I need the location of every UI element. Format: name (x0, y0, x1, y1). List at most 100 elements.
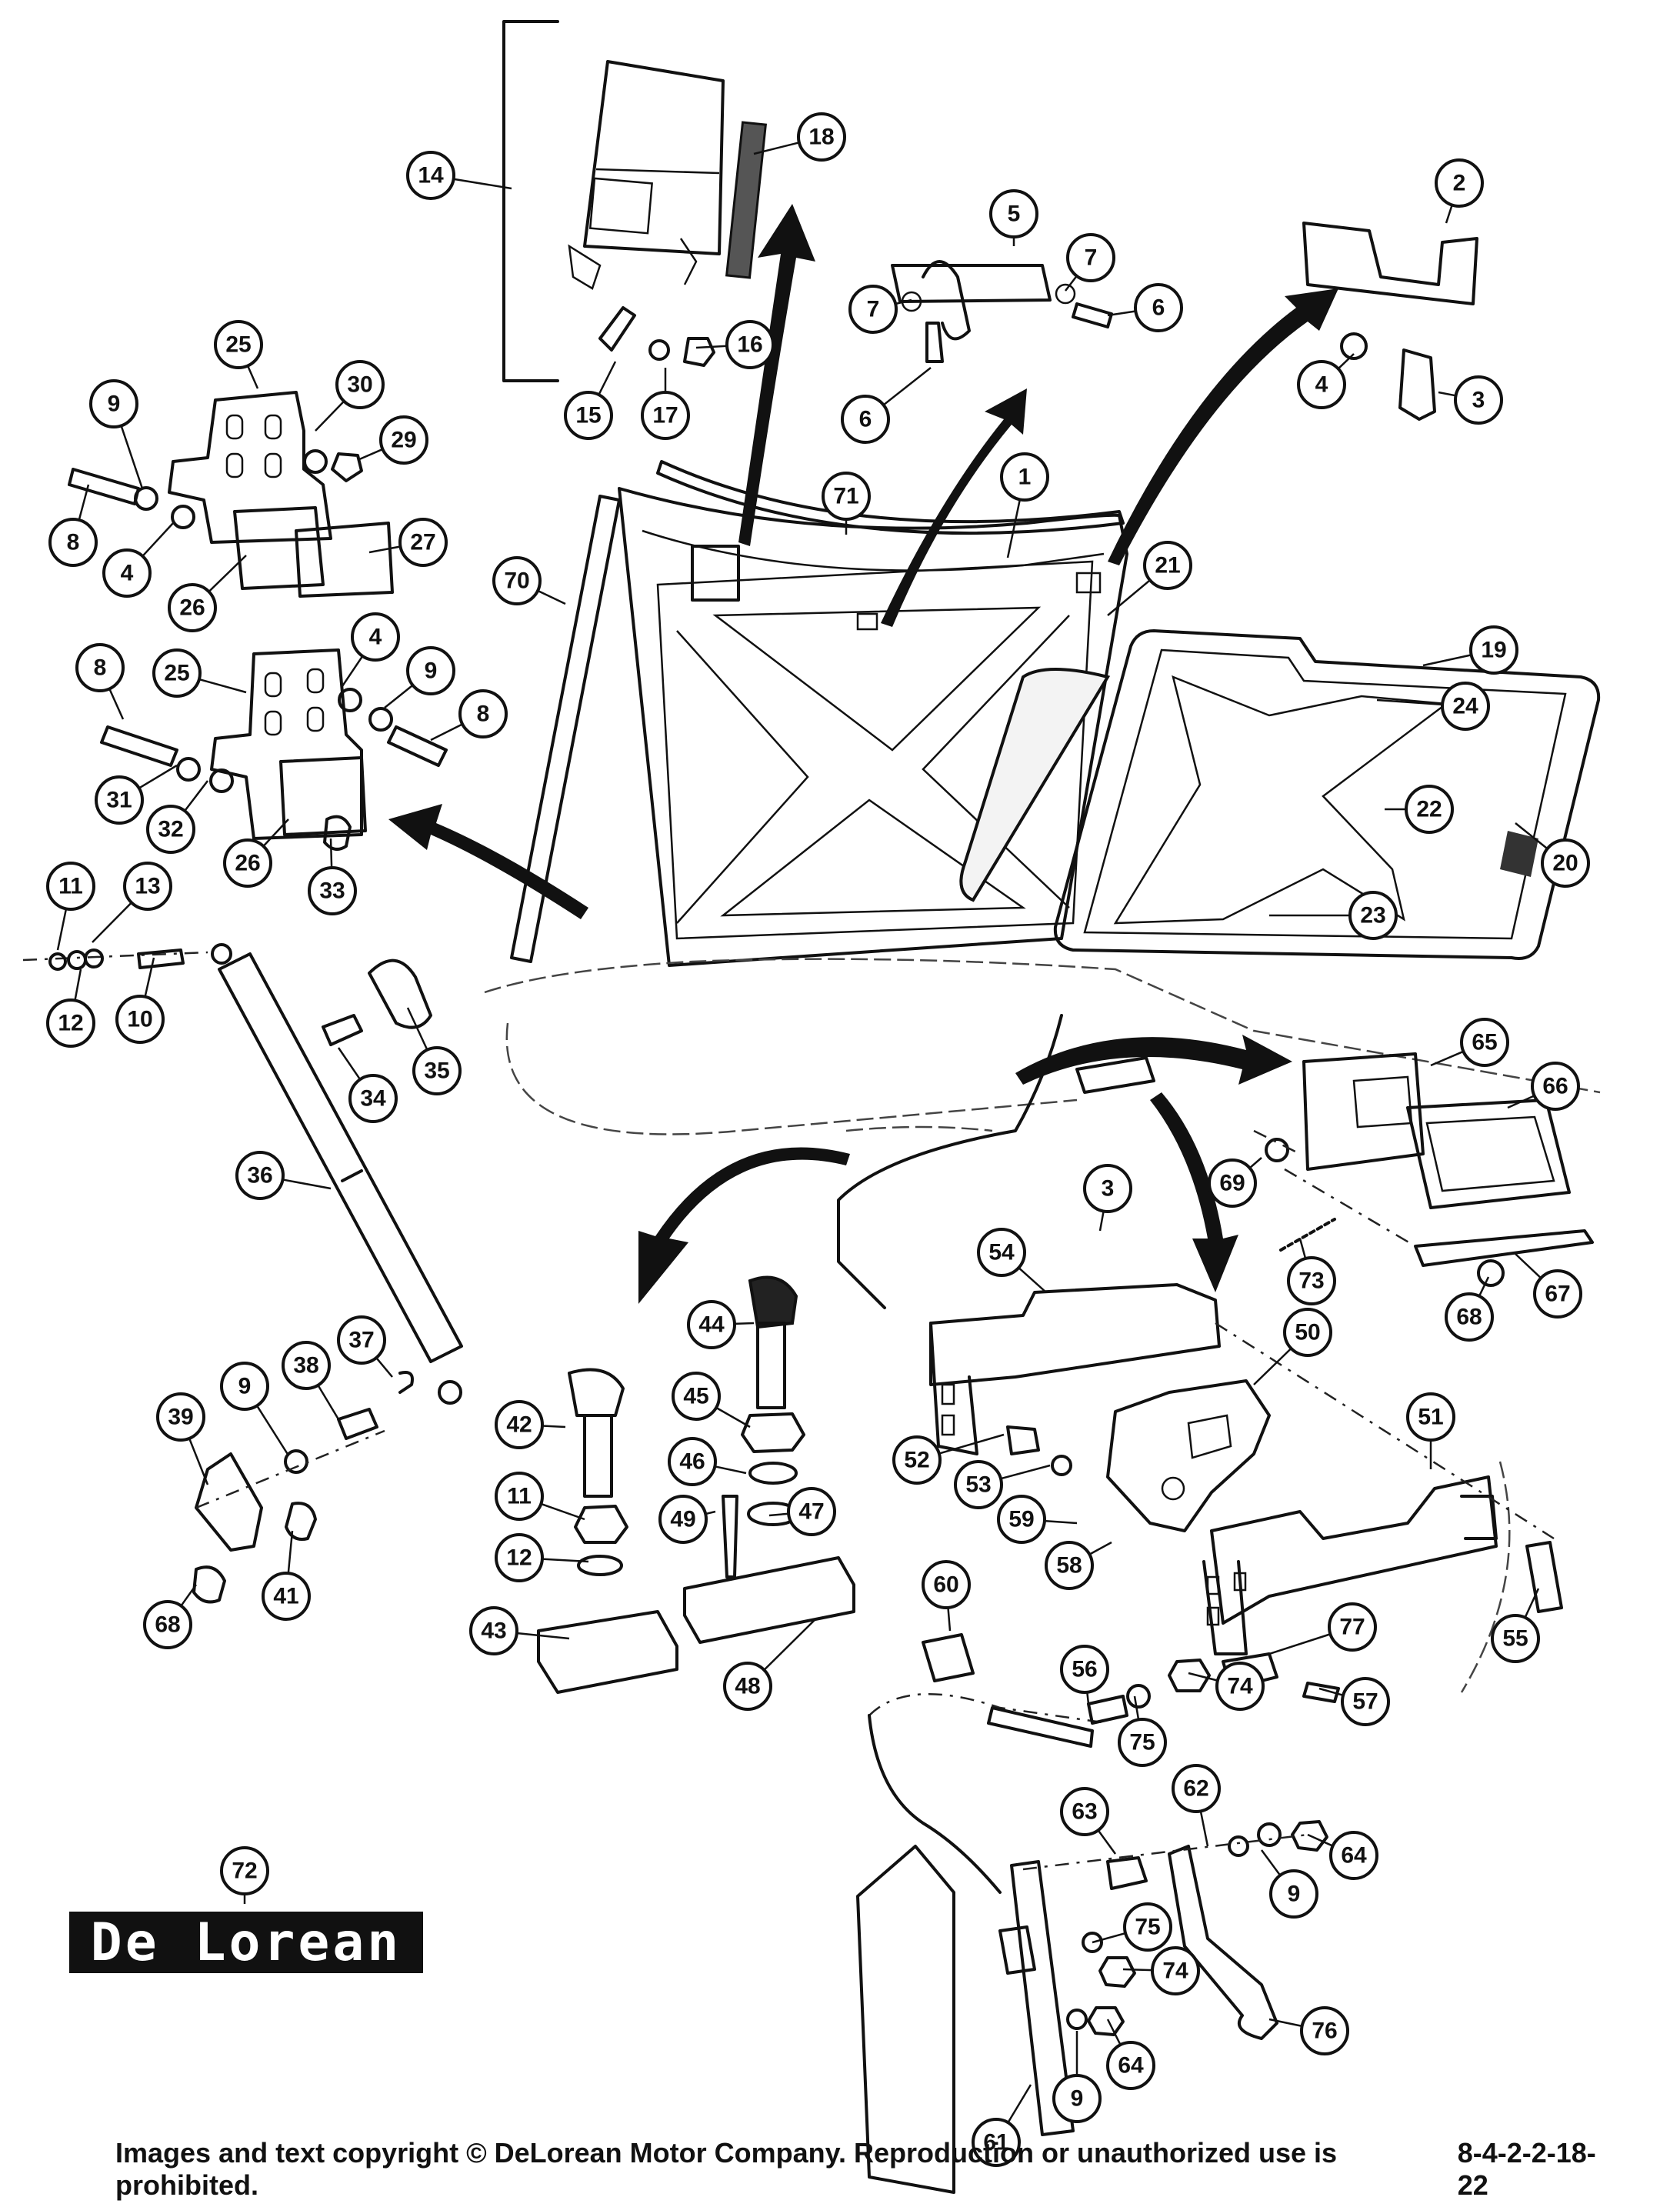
callout-circle (152, 648, 202, 698)
callout-number: 64 (1118, 2053, 1144, 2079)
callout-circle (235, 1151, 285, 1200)
callout-circle (143, 1600, 192, 1649)
callout-number: 4 (121, 561, 134, 586)
leader-line (768, 1512, 789, 1517)
diagram-code: 8-4-2-2-18-22 (1457, 2137, 1596, 2201)
leader-line (246, 365, 259, 389)
callout-circle (1052, 2074, 1102, 2123)
callout-8: 8 (75, 643, 125, 720)
callout-circle (1045, 1541, 1094, 1590)
callout-number: 3 (1102, 1176, 1115, 1202)
callout-65: 65 (1430, 1018, 1509, 1067)
callout-circle (1406, 1392, 1455, 1442)
leader-line (763, 1619, 816, 1671)
callout-circle (406, 646, 455, 695)
callout-circle (335, 360, 385, 409)
leader-line (1268, 1633, 1331, 1655)
callout-41: 41 (262, 1530, 311, 1621)
callout-number: 9 (108, 392, 121, 417)
leader-line (1188, 1672, 1218, 1682)
callout-47: 47 (768, 1487, 836, 1536)
callout-circle (1445, 1292, 1494, 1342)
callout-number: 36 (247, 1163, 272, 1189)
leader-line (120, 425, 144, 489)
callout-number: 26 (235, 851, 260, 876)
callout-number: 27 (410, 530, 435, 555)
leader-line (516, 1632, 570, 1640)
callout-16: 16 (695, 320, 775, 369)
callout-circle (1454, 375, 1503, 425)
callout-circle (412, 1046, 462, 1095)
callout-circle (1328, 1602, 1377, 1652)
leader-line (262, 818, 289, 847)
callout-number: 4 (369, 625, 382, 650)
callout-31: 31 (95, 764, 178, 825)
callout-77: 77 (1268, 1602, 1377, 1655)
callout-5: 5 (989, 189, 1038, 246)
callout-number: 31 (106, 788, 132, 813)
callout-number: 38 (293, 1353, 318, 1379)
callout-66: 66 (1507, 1062, 1580, 1111)
callout-6: 6 (841, 367, 932, 444)
callout-8: 8 (430, 689, 508, 742)
footer: Images and text copyright © DeLorean Mot… (115, 2137, 1623, 2201)
callout-number: 72 (232, 1859, 257, 1884)
callout-61: 61 (972, 2084, 1032, 2167)
callout-number: 70 (504, 568, 529, 594)
callout-68: 68 (1445, 1276, 1494, 1342)
callout-23: 23 (1269, 891, 1398, 940)
callout-32: 32 (146, 780, 208, 854)
callout-circle (1460, 1018, 1509, 1067)
leader-line (317, 1385, 340, 1420)
leader-line (1507, 1095, 1535, 1109)
callout-circle (223, 838, 272, 888)
callout-number: 67 (1545, 1282, 1570, 1307)
leader-line (1122, 1968, 1153, 1972)
callout-25: 25 (214, 320, 263, 389)
callout-number: 12 (506, 1545, 532, 1571)
leader-line (1007, 2084, 1032, 2123)
callout-number: 21 (1155, 553, 1180, 578)
callout-3: 3 (1438, 375, 1503, 425)
leader-line (1515, 1253, 1542, 1279)
callout-number: 20 (1552, 851, 1578, 876)
leader-line (329, 838, 333, 868)
callout-number: 43 (481, 1619, 506, 1644)
callout-circle (146, 805, 195, 854)
callout-58: 58 (1045, 1541, 1112, 1590)
leader-line (537, 589, 566, 605)
callout-number: 11 (58, 874, 83, 899)
leader-line (1199, 1811, 1209, 1847)
callout-number: 25 (164, 661, 189, 686)
leader-line (56, 908, 68, 951)
callout-circle (1151, 1946, 1200, 1995)
callout-75: 75 (1118, 1695, 1167, 1767)
callout-circle (997, 1495, 1046, 1544)
callout-number: 10 (127, 1007, 152, 1032)
leader-line (882, 367, 932, 406)
callout-42: 42 (495, 1400, 566, 1449)
callout-50: 50 (1253, 1308, 1332, 1385)
callout-circle (495, 1400, 544, 1449)
callout-circle (1269, 1869, 1318, 1919)
leader-line (92, 902, 132, 943)
callout-33: 33 (308, 838, 357, 915)
callout-67: 67 (1515, 1253, 1582, 1319)
leader-line (1268, 2018, 1302, 2028)
callout-4: 4 (1297, 353, 1355, 409)
callout-circle (123, 862, 172, 911)
leader-line (138, 764, 178, 789)
callout-57: 57 (1318, 1677, 1390, 1726)
callout-circle (458, 689, 508, 738)
callout-circle (725, 320, 775, 369)
callout-circle (1066, 233, 1115, 282)
callout-circle (1283, 1308, 1332, 1357)
callout-number: 48 (735, 1674, 760, 1699)
callout-circle (46, 998, 95, 1048)
callout-4: 4 (341, 612, 400, 687)
leader-line (1107, 310, 1136, 317)
callout-circle (1083, 1164, 1132, 1213)
callout-number: 44 (698, 1312, 725, 1338)
leader-line (1107, 579, 1151, 616)
callout-circle (1531, 1062, 1580, 1111)
